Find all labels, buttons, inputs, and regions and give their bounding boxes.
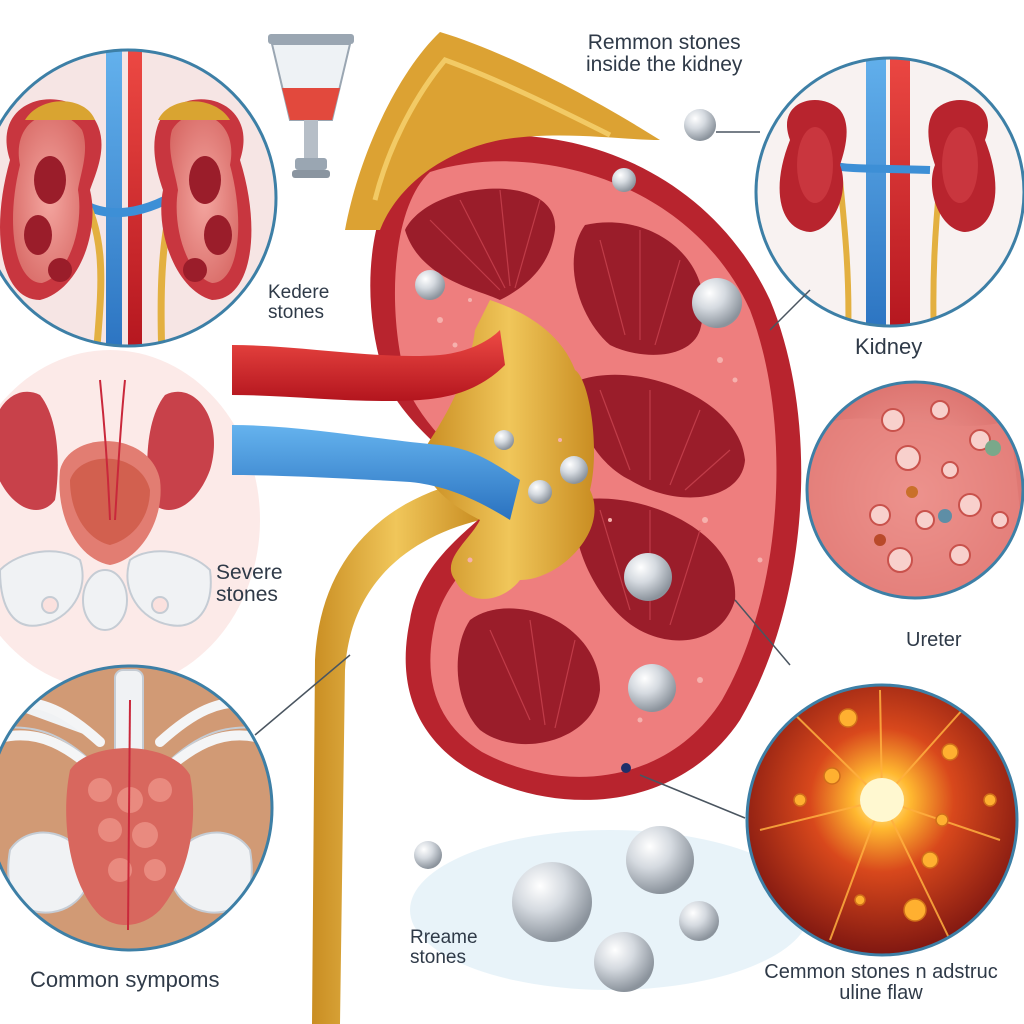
label-ureter: Ureter bbox=[906, 630, 962, 651]
renal-artery bbox=[232, 330, 505, 402]
leader-line-ureter bbox=[254, 654, 351, 736]
pyramid-striations bbox=[429, 189, 731, 729]
adrenal-gland bbox=[345, 32, 660, 230]
label-line: stones bbox=[268, 301, 324, 323]
floating-stone-top bbox=[684, 109, 760, 141]
cortex-speckles bbox=[437, 298, 763, 723]
medullary-pyramids bbox=[405, 188, 745, 745]
label-kedere-stones: Kedere stones bbox=[268, 283, 329, 323]
inset-stones-microscopic bbox=[805, 380, 1024, 600]
label-severe-stones: Severe stones bbox=[216, 561, 283, 607]
label-line: Kedere bbox=[268, 282, 330, 303]
label-line: Rreame bbox=[410, 927, 478, 948]
label-line: uline flaw bbox=[839, 982, 923, 1004]
kidney-stones bbox=[415, 168, 742, 712]
inset-kidneys-vessels bbox=[754, 56, 1024, 328]
label-line: inside the kidney bbox=[586, 53, 743, 77]
label-line: Remmon stones bbox=[587, 31, 741, 54]
leader-line-kidney bbox=[769, 289, 811, 331]
label-common-symptoms: Common sympoms bbox=[30, 968, 219, 991]
inset-pelvis-kidneys bbox=[0, 379, 214, 631]
inset-paired-kidneys bbox=[0, 48, 278, 348]
main-kidney-cross-section bbox=[232, 32, 802, 1024]
ureter-tube bbox=[312, 480, 480, 1024]
label-line: Common sympoms bbox=[30, 967, 220, 992]
label-line: stones bbox=[216, 583, 278, 607]
label-line: stones bbox=[410, 946, 466, 968]
label-kidney: Kidney bbox=[855, 335, 922, 358]
label-line: Severe bbox=[216, 561, 283, 584]
inset-torso bbox=[0, 664, 274, 952]
label-common-stones-obstruct: Cemmon stones n adstruc uline flaw bbox=[746, 962, 1016, 1004]
label-line: Ureter bbox=[906, 629, 962, 651]
label-rreame-stones: Rreame stones bbox=[410, 928, 478, 968]
inset-pain-burst bbox=[745, 683, 1019, 957]
urine-cup-icon bbox=[268, 34, 354, 178]
leader-lines-right bbox=[639, 599, 791, 819]
label-line: Cemmon stones n adstruc bbox=[764, 961, 998, 983]
label-line: Kidney bbox=[855, 334, 923, 359]
label-remmon-stones: Remmon stones inside the kidney bbox=[586, 31, 743, 77]
renal-vein bbox=[232, 425, 520, 520]
loose-stones-group bbox=[414, 826, 719, 992]
marker-dot bbox=[621, 763, 631, 773]
